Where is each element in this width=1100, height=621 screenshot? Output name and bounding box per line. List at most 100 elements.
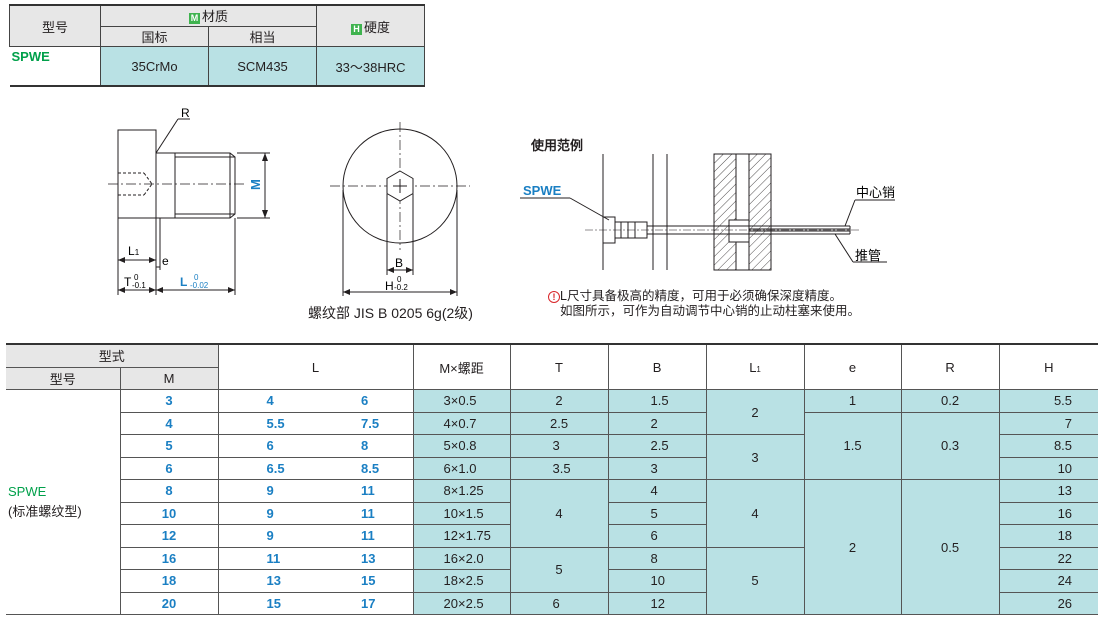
label-T-tol-lower: -0.1 — [132, 281, 146, 290]
cell-M: 18 — [119, 569, 219, 593]
label-L1: L1 — [128, 244, 140, 258]
cell-L-max: 11 — [316, 479, 414, 503]
header-gb: 国标 — [100, 25, 209, 47]
cell-L-min: 4 — [217, 389, 317, 413]
header-H: H — [998, 343, 1099, 390]
usage-push-tube: 推管 — [855, 248, 881, 263]
label-H: H — [385, 279, 394, 293]
cell-B: 3 — [607, 456, 707, 480]
cell-B: 10 — [607, 569, 707, 593]
label-R: R — [181, 106, 190, 120]
cell-B: 2.5 — [607, 434, 707, 458]
cell-L-max: 8.5 — [316, 456, 414, 480]
cell-e: 1.5 — [803, 411, 902, 480]
cell-R: 0.5 — [900, 479, 1000, 615]
table-row: 5 6 8 5×0.8 3 2.5 3 8.5 — [6, 434, 1099, 480]
cell-M: 3 — [119, 389, 219, 413]
header-model: 型号 — [9, 4, 101, 47]
cell-L-max: 11 — [316, 524, 414, 548]
label-e: e — [162, 254, 169, 268]
table-row: 12 9 11 12×1.75 6 18 — [6, 524, 1099, 548]
cell-pitch: 20×2.5 — [412, 591, 511, 615]
header-T: T — [509, 343, 609, 390]
cell-T: 6 — [509, 591, 609, 615]
cell-H: 10 — [998, 456, 1099, 480]
header-equiv: 相当 — [208, 25, 317, 47]
header-hardness-label: 硬度 — [363, 19, 390, 35]
label-H-tol-upper: 0 — [397, 275, 402, 284]
cell-L-min: 6 — [217, 434, 317, 458]
cell-pitch: 12×1.75 — [412, 524, 511, 548]
thread-note: 螺纹部 JIS B 0205 6g(2级) — [308, 305, 473, 321]
cell-pitch: 6×1.0 — [412, 456, 511, 480]
hardness-value: 33～38HRC — [316, 46, 425, 87]
equiv-value: SCM435 — [208, 46, 317, 87]
cell-pitch: 16×2.0 — [412, 546, 511, 570]
cell-R: 0.2 — [900, 389, 1000, 413]
cell-T: 2.5 — [509, 411, 609, 435]
header-material-label: 材质 — [201, 9, 228, 25]
table-row: 10 9 11 10×1.5 5 16 — [6, 501, 1099, 525]
hardness-badge-icon: H — [350, 23, 362, 35]
cell-M: 4 — [119, 411, 219, 435]
cell-M: 6 — [119, 456, 219, 480]
cell-L-max: 7.5 — [316, 411, 414, 435]
cell-M: 10 — [119, 501, 219, 525]
table-row: 20 15 17 20×2.5 6 12 26 — [6, 591, 1099, 615]
material-badge-icon: M — [188, 13, 200, 25]
cell-H: 18 — [998, 524, 1099, 548]
usage-note-line2: 如图所示，可作为自动调节中心销的止动柱塞来使用。 — [560, 304, 861, 318]
cell-e: 1 — [803, 389, 902, 413]
cell-H: 16 — [998, 501, 1099, 525]
table-row: 6 6.5 8.5 6×1.0 3.5 3 10 — [6, 456, 1099, 480]
cell-pitch: 8×1.25 — [412, 479, 511, 503]
cell-T: 2 — [509, 389, 609, 413]
warning-icon: ! — [548, 291, 560, 303]
cell-H: 13 — [998, 479, 1099, 503]
cell-L-min: 13 — [217, 569, 317, 593]
cell-L1: 2 — [705, 389, 805, 435]
header-L1: L1 — [705, 343, 805, 390]
header-R: R — [900, 343, 1000, 390]
cell-B: 8 — [607, 546, 707, 570]
label-L-tol-lower: -0.02 — [190, 281, 209, 290]
cell-B: 2 — [607, 411, 707, 435]
cell-H: 7 — [998, 411, 1099, 435]
cell-L1: 4 — [705, 479, 805, 548]
usage-drawing: SPWE 中心销 推管 — [520, 153, 895, 271]
cell-H: 26 — [998, 591, 1099, 615]
cell-B: 4 — [607, 479, 707, 503]
cell-L-min: 15 — [217, 591, 317, 615]
cell-B: 5 — [607, 501, 707, 525]
usage-part-label: SPWE — [523, 183, 562, 198]
cell-T: 3 — [509, 434, 609, 458]
cell-T: 4 — [509, 479, 609, 548]
cell-L-min: 9 — [217, 524, 317, 548]
usage-note: !L尺寸具备极高的精度，可用于必须确保深度精度。 如图所示，可作为自动调节中心销… — [548, 289, 860, 319]
label-L: L — [180, 275, 187, 289]
table-row: 16 11 13 16×2.0 5 8 5 22 — [6, 546, 1099, 615]
table-row: 18 13 15 18×2.5 10 24 — [6, 569, 1099, 593]
cell-L-min: 9 — [217, 501, 317, 525]
cell-R: 0.3 — [900, 411, 1000, 480]
label-H-tol-lower: -0.2 — [394, 283, 408, 292]
cell-T: 5 — [509, 546, 609, 593]
spec-table: 型式 L M×螺距 T B L1 e R H 型号 M SPWE(标准螺纹型) … — [6, 343, 1099, 615]
cell-L1: 5 — [705, 546, 805, 615]
spec-model: SPWE(标准螺纹型) — [6, 389, 121, 615]
cell-M: 16 — [119, 546, 219, 570]
cell-L-min: 11 — [217, 546, 317, 570]
cell-H: 5.5 — [998, 389, 1099, 413]
label-T-tol-upper: 0 — [134, 273, 139, 282]
cell-M: 12 — [119, 524, 219, 548]
cell-pitch: 5×0.8 — [412, 434, 511, 458]
header-L: L — [217, 343, 414, 390]
cell-B: 1.5 — [607, 389, 707, 413]
cell-H: 24 — [998, 569, 1099, 593]
usage-center-pin: 中心销 — [856, 185, 895, 200]
cell-pitch: 10×1.5 — [412, 501, 511, 525]
table-row: 8 9 11 8×1.25 4 4 4 2 0.5 13 — [6, 479, 1099, 615]
cell-L-max: 15 — [316, 569, 414, 593]
